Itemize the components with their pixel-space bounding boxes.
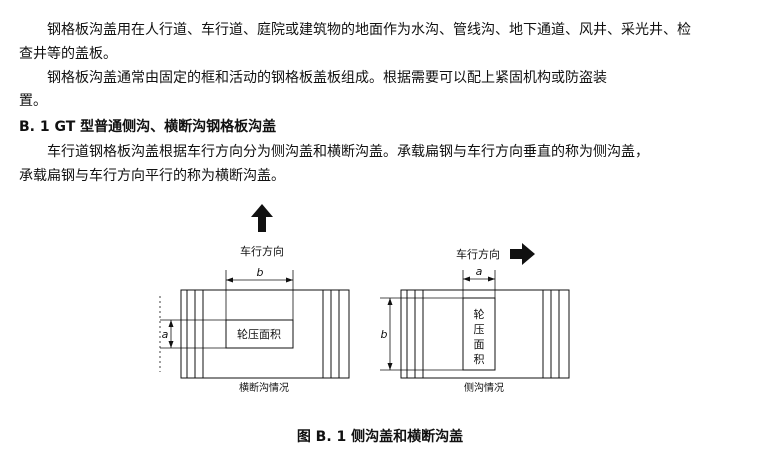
paragraph-2-line-2: 置。: [19, 93, 47, 109]
right-wheel-area: [462, 297, 496, 371]
paragraph-1-line-2: 查井等的盖板。: [19, 46, 117, 62]
left-dim-a-label: a: [162, 328, 169, 341]
right-diagram: [380, 243, 570, 379]
right-wheel-char-2: 压: [474, 323, 485, 336]
right-wheel-char-1: 轮: [474, 307, 485, 321]
paragraph-3-line-1: 车行道钢格板沟盖根据车行方向分为侧沟盖和横断沟盖。承载扁钢与车行方向垂直的称为侧…: [47, 144, 649, 160]
arrow-up-icon: [251, 204, 273, 232]
right-diagram-caption: 侧沟情况: [464, 381, 504, 394]
paragraph-1-line-1: 钢格板沟盖用在人行道、车行道、庭院或建筑物的地面作为水沟、管线沟、地下通道、风井…: [47, 22, 691, 38]
left-wheel-area: [225, 319, 294, 349]
left-diagram: [159, 204, 350, 379]
paragraph-3-line-2: 承载扁钢与车行方向平行的称为横断沟盖。: [19, 168, 285, 184]
left-dim-b-label: b: [257, 266, 264, 279]
right-dim-b-label: b: [381, 328, 388, 341]
paragraph-2-line-1: 钢格板沟盖通常由固定的框和活动的钢格板盖板组成。根据需要可以配上紧固机构或防盗装: [47, 70, 607, 86]
right-wheel-char-3: 面: [474, 338, 485, 351]
section-heading: B. 1 GT 型普通侧沟、横断沟钢格板沟盖: [19, 119, 277, 135]
left-direction-label: 车行方向: [240, 244, 284, 258]
right-dim-a-label: a: [476, 265, 483, 278]
left-wheel-area-label: 轮压面积: [237, 327, 281, 341]
left-diagram-caption: 横断沟情况: [239, 381, 289, 394]
figure-caption: 图 B. 1 侧沟盖和横断沟盖: [296, 429, 464, 445]
left-frame-outer: [180, 289, 350, 379]
right-frame-outer: [400, 289, 570, 379]
arrow-right-icon: [510, 243, 535, 265]
right-direction-label: 车行方向: [456, 247, 500, 261]
right-wheel-char-4: 积: [474, 353, 485, 366]
